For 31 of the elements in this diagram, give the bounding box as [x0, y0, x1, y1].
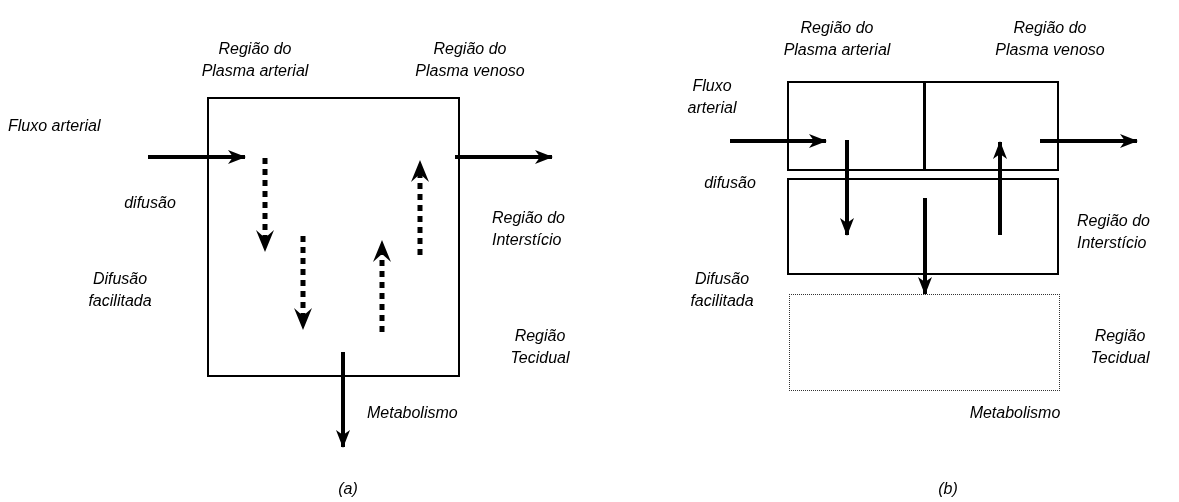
arrow — [336, 352, 350, 448]
arrow — [1040, 134, 1138, 148]
arrow — [840, 140, 854, 236]
region-label: Região do Plasma arterial — [200, 39, 310, 81]
dotted-region-box — [789, 294, 1060, 391]
region-label: Difusão facilitada — [87, 269, 153, 311]
region-label: (b) — [938, 479, 958, 499]
region-label: Região Tecidual — [509, 326, 571, 368]
region-label: Região Tecidual — [1089, 326, 1151, 368]
arrow — [148, 150, 246, 164]
arrow — [918, 198, 932, 295]
region-label: Região do Plasma arterial — [782, 18, 892, 60]
region-box — [787, 81, 925, 171]
region-label: difusão — [124, 193, 176, 213]
region-label: Fluxo arterial — [686, 76, 738, 118]
region-label: Metabolismo — [969, 403, 1061, 423]
region-label: difusão — [704, 173, 756, 193]
arrow — [455, 150, 553, 164]
arrow — [730, 134, 827, 148]
arrow — [993, 141, 1007, 235]
region-label: Região do Interstício — [1077, 211, 1151, 253]
region-label: Difusão facilitada — [689, 269, 755, 311]
region-label: Região do Plasma venoso — [994, 18, 1106, 60]
region-box — [207, 97, 460, 377]
region-label: (a) — [338, 479, 358, 499]
region-label: Fluxo arterial — [8, 116, 101, 136]
region-label: Região do Interstício — [492, 208, 566, 250]
region-label: Região do Plasma venoso — [414, 39, 526, 81]
region-box — [787, 178, 1059, 275]
region-label: Metabolismo — [367, 403, 458, 423]
region-box — [924, 81, 1059, 171]
